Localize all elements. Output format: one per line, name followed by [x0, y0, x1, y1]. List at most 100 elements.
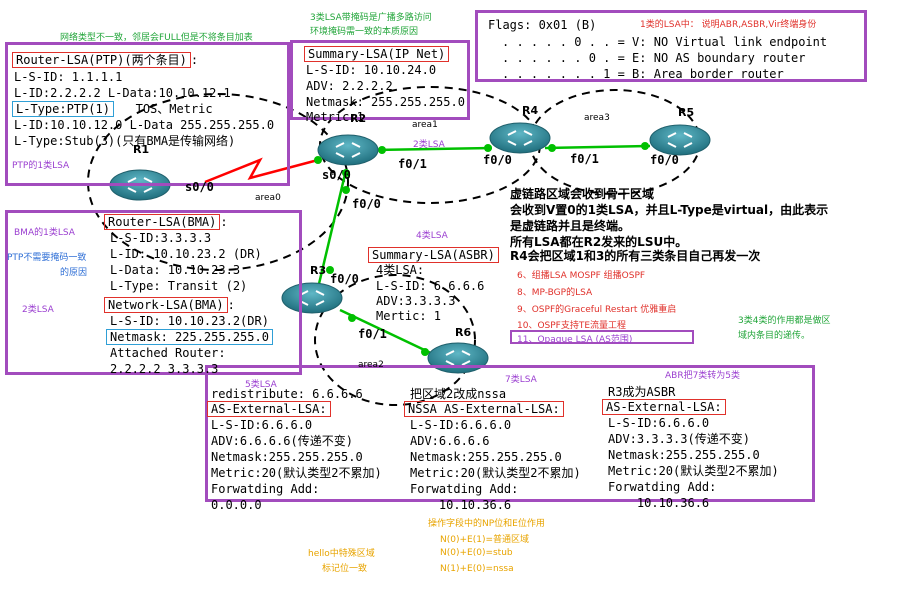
r2-f01-label: f0/1 [398, 157, 427, 171]
note-abr-7to5: ABR把7类转为5类 [665, 371, 741, 381]
lsa-list-item-9: 9、OSPF的Graceful Restart 优雅重启 [517, 305, 677, 315]
summary-lsa-line-2: ADV: 2.2.2.2 [306, 79, 393, 93]
ptp-ltype-boxed: L-Type:PTP(1) [12, 101, 114, 117]
nssa-line-6: 10.10.36.6 [410, 498, 512, 512]
note-ptp-no-mask-1: PTP不需要掩码一致 [7, 253, 87, 263]
r4-f00-label: f0/0 [483, 153, 512, 167]
lsa-list-item-11: 11、Opaque LSA (AS范围) [517, 335, 633, 345]
ext2-line-5: Forwatding Add: [608, 480, 717, 494]
ext2-line-1: L-S-ID:6.6.6.0 [608, 416, 710, 430]
ptp-lsa-line-1: L-S-ID: 1.1.1.1 [14, 70, 123, 84]
note-network-type-mismatch: 网络类型不一致，邻居会FULL但是不将条目加表 [60, 33, 253, 43]
area2-label: area2 [358, 360, 384, 370]
note-ne-bit-normal: N(0)+E(1)=普通区域 [440, 535, 529, 545]
asbr-summary-header: Summary-LSA(ASBR) [368, 247, 499, 264]
ext2-line-3: Netmask:255.255.255.0 [608, 448, 760, 462]
network-lsa-netmask: Netmask: 225.255.255.0 [106, 329, 273, 346]
area2-boundary [314, 274, 476, 406]
link-r1-r2-serial [204, 157, 319, 184]
bma-router-lsa-header: Router-LSA(BMA): [104, 214, 228, 231]
note-ne-bit-stub: N(0)+E(0)=stub [440, 548, 513, 558]
area1-label: area1 [412, 120, 438, 130]
router-r2-label: R2 [350, 112, 367, 125]
network-lsa-attached-list: 2.2.2.2 3.3.3.3 [110, 362, 219, 376]
note-type3-mask-1: 3类LSA带掩码是广播多路访问 [310, 13, 432, 23]
r5-f00-label: f0/0 [650, 153, 679, 167]
note-type4-lsa: 4类LSA [416, 231, 448, 241]
r1-s00-label: s0/0 [185, 180, 214, 194]
vlink-line-1: 虚链路区域会收到骨干区域 [510, 187, 655, 201]
vlink-line-2: 会收到V置0的1类LSA，并且L-Type是virtual，由此表示 [510, 203, 829, 217]
network-lsa-header: Network-LSA(BMA): [104, 297, 235, 314]
network-lsa-attached: Attached Router: [110, 346, 226, 360]
r4-f01-label: f0/1 [570, 152, 599, 166]
note-ptp-lsa: PTP的1类LSA [12, 161, 70, 171]
asbr-summary-line-3: Mertic: 1 [376, 309, 442, 323]
note-type5-lsa: 5类LSA [245, 380, 277, 390]
ext1-line-5: Forwatding Add: [211, 482, 320, 496]
ext2-pre: R3成为ASBR [608, 385, 676, 399]
ptp-lsa-line-2: L-ID:2.2.2.2 L-Data:10.10.12.1 [14, 86, 231, 100]
area0-boundary [87, 93, 349, 271]
ptp-router-lsa-box [5, 42, 290, 186]
ext1-line-3: Netmask:255.255.255.0 [211, 450, 363, 464]
bma-lsa-line-3: L-Data: 10.10.23.3 [110, 263, 241, 277]
router-r6-label: R6 [455, 326, 472, 339]
asbr-summary-line-1: L-S-ID: 6.6.6.6 [376, 279, 485, 293]
ext1-header: AS-External-LSA: [207, 401, 331, 418]
lsa-list-item-10: 10、OSPF支持TE流量工程 [517, 321, 627, 331]
asbr-summary-line-2: ADV:3.3.3.3 [376, 294, 456, 308]
nssa-pre: 把区域2改成nssa [410, 387, 507, 401]
r3-f00-label: f0/0 [330, 272, 359, 286]
summary-lsa-header: Summary-LSA(IP Net) [304, 46, 450, 63]
ext1-line-2: ADV:6.6.6.6(传递不变) [211, 434, 353, 448]
note-bma-lsa: BMA的1类LSA [14, 228, 75, 238]
area0-label: area0 [255, 193, 281, 203]
opaque-lsa-box [510, 330, 694, 344]
router-r1-label: R1 [133, 143, 150, 156]
bma-lsa-box [5, 210, 302, 375]
r2-s00-label: s0/0 [322, 168, 351, 182]
bma-lsa-line-2: L-ID: 10.10.23.2 (DR) [110, 247, 262, 261]
router-r4-label: R4 [522, 104, 539, 117]
nssa-header: NSSA AS-External-LSA: [404, 401, 564, 418]
nssa-line-5: Forwatding Add: [410, 482, 519, 496]
ptp-lsa-line-4: L-ID:10.10.12.0 L-Data 255.255.255.0 [14, 118, 275, 132]
note-ptp-no-mask-2: 的原因 [60, 268, 88, 278]
nssa-line-4: Metric:20(默认类型2不累加) [410, 466, 581, 480]
summary-lsa-line-1: L-S-ID: 10.10.24.0 [306, 63, 437, 77]
flags-row-b: . . . . . . . 1 = B: Area border router [502, 67, 784, 81]
bma-lsa-line-4: L-Type: Transit (2) [110, 279, 248, 293]
note-type34-1: 3类4类的作用都是做区 [738, 316, 831, 326]
ext1-line-6: 0.0.0.0 [211, 498, 262, 512]
flags-row-v: . . . . . 0 . . = V: NO Virtual link end… [502, 35, 828, 49]
link-r2-r4 [374, 146, 493, 152]
note-type2-lsa-mid: 2类LSA [413, 140, 445, 150]
link-r2-r3 [316, 169, 348, 289]
summary-lsa-box [290, 40, 470, 120]
external-lsa-box [205, 365, 815, 502]
nssa-line-3: Netmask:255.255.255.0 [410, 450, 562, 464]
note-hello-2: 标记位一致 [322, 564, 368, 574]
bma-lsa-line-1: L-S-ID:3.3.3.3 [110, 231, 212, 245]
router-r3-label: R3 [310, 264, 327, 277]
note-hello-1: hello中特殊区域 [308, 549, 375, 559]
flags-row-e: . . . . . . 0 . = E: NO AS boundary rout… [502, 51, 806, 65]
router-r4-icon [489, 122, 551, 154]
link-r4-r5 [544, 144, 651, 150]
vlink-r4-line: R4会把区域1和3的所有三类条目自己再发一次 [510, 249, 761, 263]
note-type7-lsa: 7类LSA [505, 375, 537, 385]
r3-f01-label: f0/1 [358, 327, 387, 341]
ext1-pre: redistribute: 6.6.6.6 [211, 387, 363, 401]
router-r3-icon [281, 282, 343, 314]
flags-box [475, 10, 867, 82]
ext2-header: AS-External-LSA: [602, 399, 726, 416]
flags-title: Flags: 0x01 (B) [488, 18, 597, 32]
router-r5-icon [649, 124, 711, 156]
note-flags: 1类的LSA中： 说明ABR,ASBR,Vir终端身份 [640, 20, 817, 30]
ext2-line-4: Metric:20(默认类型2不累加) [608, 464, 779, 478]
ptp-router-lsa-header: Router-LSA(PTP)(两个条目): [12, 52, 198, 69]
note-type34-2: 域内条目的递传。 [738, 331, 811, 341]
summary-lsa-line-3: Netmask: 255.255.255.0 [306, 95, 465, 109]
